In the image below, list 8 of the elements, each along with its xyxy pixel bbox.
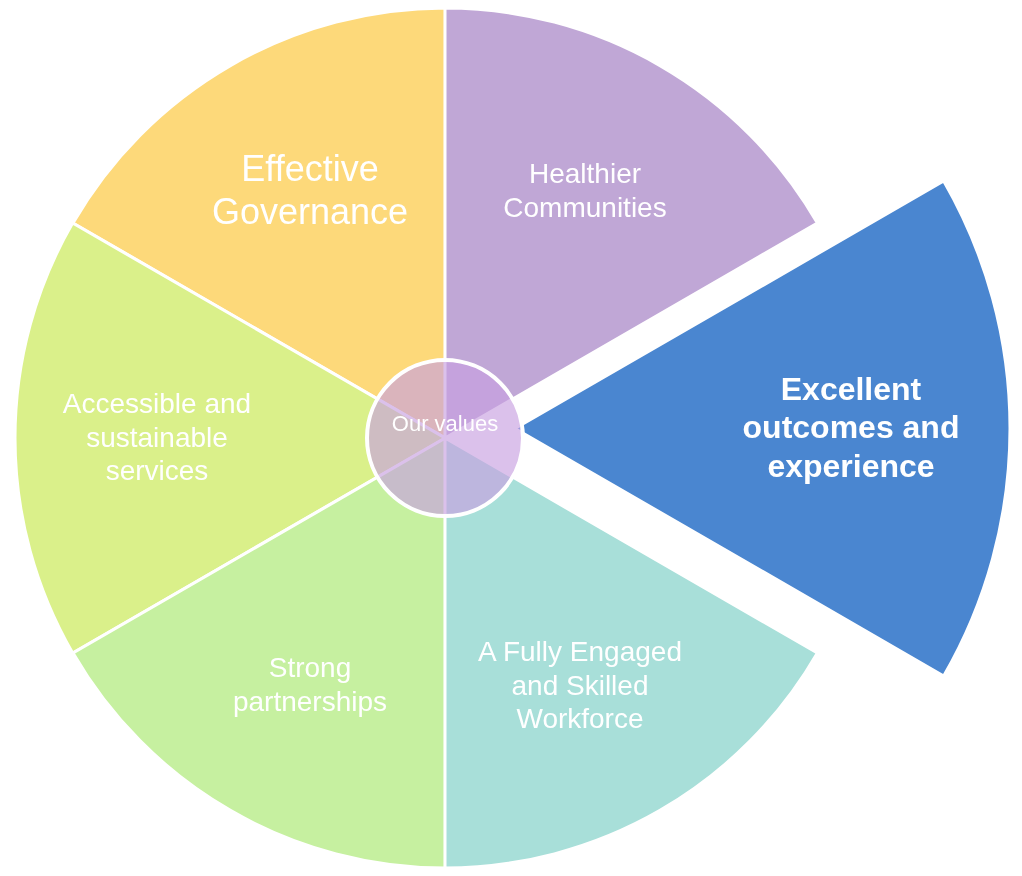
segment-label: Excellent outcomes and experience bbox=[741, 370, 961, 486]
segment-label: Accessible and sustainable services bbox=[61, 386, 253, 488]
centre-circle bbox=[365, 358, 525, 518]
segment-label: Effective Governance bbox=[210, 146, 410, 234]
segment-label: Strong partnerships bbox=[231, 651, 389, 719]
centre-label: Our values bbox=[390, 410, 500, 438]
segment-label: A Fully Engaged and Skilled Workforce bbox=[477, 634, 683, 736]
segment-label: Healthier Communities bbox=[502, 157, 668, 225]
